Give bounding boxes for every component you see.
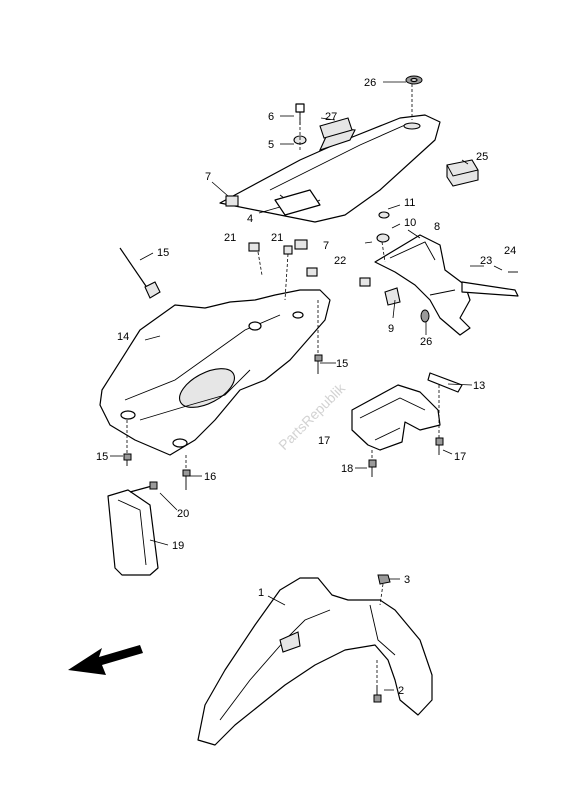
- callout-8: 8: [434, 221, 440, 233]
- nut-24: [420, 309, 430, 323]
- bolt-17a: [435, 437, 444, 455]
- callout-7-top: 7: [205, 171, 211, 183]
- callout-27: 25: [476, 151, 488, 163]
- callout-22: 23: [480, 255, 492, 267]
- callout-3: 3: [404, 574, 410, 586]
- bolt-15a: [314, 354, 323, 374]
- mud-flap: [107, 489, 159, 576]
- callout-9: 9: [388, 323, 394, 335]
- callout-13: 14: [117, 331, 129, 343]
- callout-4: 4: [247, 213, 253, 225]
- seal-box: [446, 159, 479, 187]
- collar-10: [376, 233, 390, 243]
- callout-10: 10: [404, 217, 416, 229]
- callout-labels: 26 6 27 5 25 7 4 11 10 8 21 21 7 15 24 2…: [96, 77, 516, 697]
- callout-25: 26: [364, 77, 376, 89]
- grommet: [405, 75, 423, 85]
- callout-7-mid: 7: [323, 240, 329, 252]
- callout-2: 2: [398, 685, 404, 697]
- callout-17-left: 18: [341, 463, 353, 475]
- callout-23: 24: [504, 245, 516, 257]
- bolt-15c: [182, 469, 191, 490]
- callout-26: 27: [325, 111, 337, 123]
- callout-15-mid: 15: [336, 358, 348, 370]
- callout-11: 11: [404, 197, 415, 209]
- collar-11: [378, 211, 390, 219]
- watermark: PartsRepublik: [275, 379, 349, 453]
- tail-bracket: [374, 234, 471, 336]
- nut-7b: [294, 239, 308, 250]
- callout-19: 20: [177, 508, 189, 520]
- callout-15-left: 15: [96, 451, 108, 463]
- nut-21c: [359, 277, 371, 287]
- callout-21-right: 22: [334, 255, 346, 267]
- license-bracket: [351, 384, 441, 451]
- nut-7a: [225, 195, 239, 207]
- cowl-bracket: [274, 189, 321, 216]
- callout-15-bottom: 16: [204, 471, 216, 483]
- callout-20: 21: [271, 232, 283, 244]
- nut-20: [283, 245, 293, 255]
- callout-17-right: 17: [454, 451, 466, 463]
- dashed-guides: [126, 84, 440, 685]
- callout-6: 6: [268, 111, 274, 123]
- holder-rod: [427, 372, 463, 393]
- bolt-2: [373, 685, 382, 703]
- callout-21-left: 21: [224, 232, 236, 244]
- nut-3: [377, 574, 391, 585]
- rear-inner-fender: [99, 289, 331, 456]
- callout-16: 17: [318, 435, 330, 447]
- leader-lines: [110, 81, 503, 691]
- callout-18: 19: [172, 540, 184, 552]
- bolt-15b: [123, 453, 132, 466]
- front-fender: [197, 577, 433, 746]
- callout-12: 13: [473, 380, 485, 392]
- callout-14: 15: [157, 247, 169, 259]
- long-bolt: [119, 247, 161, 299]
- bolt-19: [129, 481, 158, 493]
- callout-1: 1: [258, 587, 264, 599]
- callout-24: 26: [420, 336, 432, 348]
- label-sticker: [319, 117, 353, 139]
- nut-21b: [306, 267, 318, 277]
- front-direction-arrow: [68, 645, 143, 675]
- bolt-17b: [368, 459, 377, 477]
- nut-21a: [248, 242, 260, 252]
- clip-9: [384, 287, 401, 306]
- reflector-stay: [461, 281, 519, 297]
- callout-5: 5: [268, 139, 274, 151]
